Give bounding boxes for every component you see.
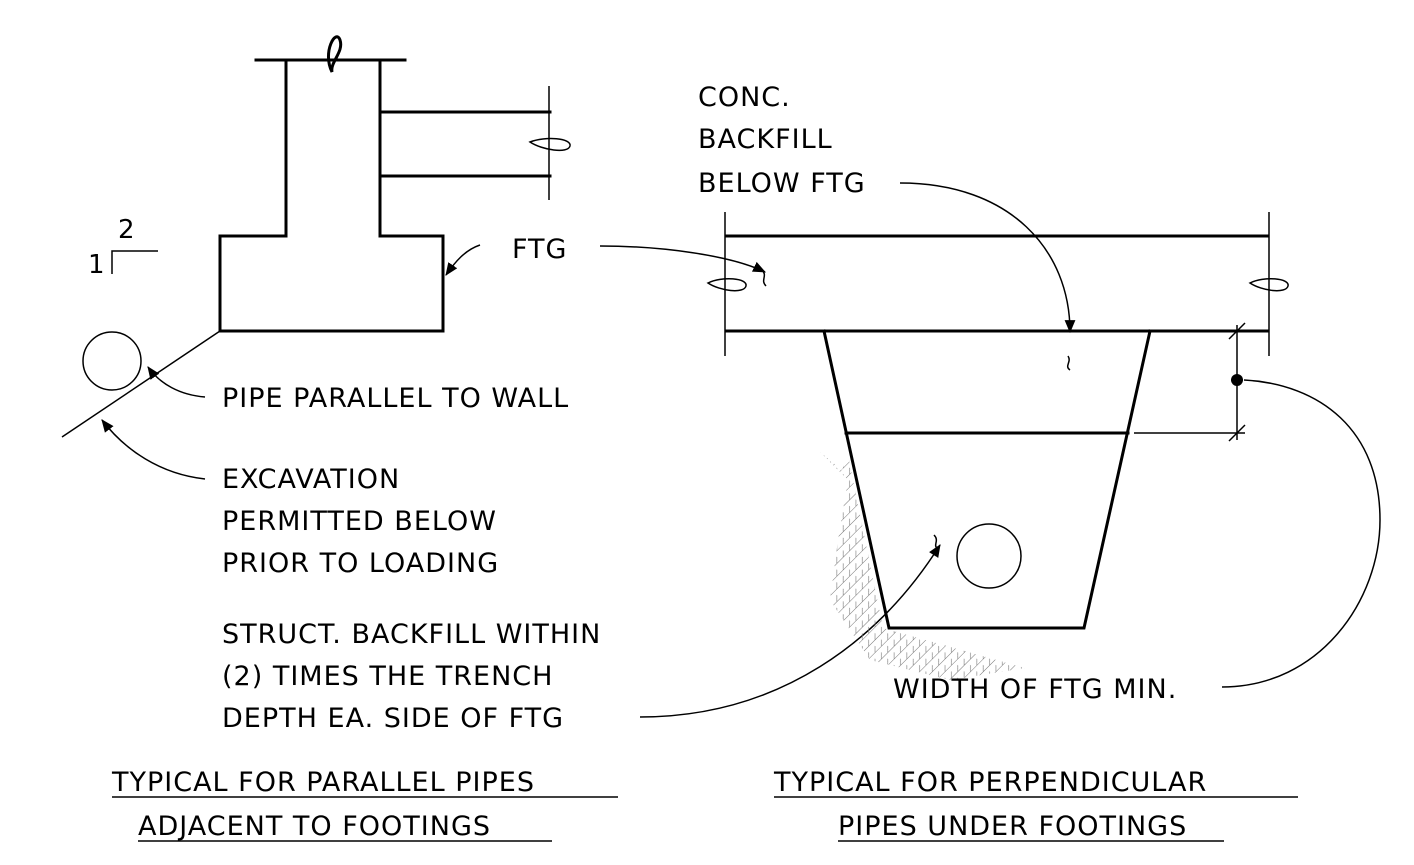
footing-break-symbol-left bbox=[706, 278, 747, 292]
break-symbol bbox=[326, 35, 343, 73]
footing-outline bbox=[218, 234, 445, 333]
pipe-leader bbox=[147, 366, 206, 398]
struct-backfill-line-2: (2) TIMES THE TRENCH bbox=[222, 661, 553, 692]
dimension-tick-bottom bbox=[1228, 424, 1246, 442]
soil-hatch-area bbox=[820, 452, 1025, 680]
slope-indicator-icon bbox=[111, 250, 158, 274]
dimension-dot bbox=[1231, 374, 1243, 386]
excavation-label-line-1: EXCAVATION bbox=[222, 464, 400, 495]
conc-backfill-line-3: BELOW FTG bbox=[698, 168, 866, 199]
ftg-leader-left bbox=[445, 244, 481, 276]
excavation-slope-line bbox=[61, 330, 221, 438]
ftg-label: FTG bbox=[512, 234, 567, 265]
left-detail: 2 1 bbox=[61, 35, 571, 480]
perpendicular-pipe-circle bbox=[956, 523, 1022, 589]
conc-leader-tail bbox=[1066, 355, 1071, 371]
slab-break-symbol bbox=[528, 137, 571, 152]
width-min-label: WIDTH OF FTG MIN. bbox=[893, 674, 1177, 705]
footing-break-symbol-right bbox=[1248, 278, 1289, 292]
struct-backfill-leader bbox=[639, 544, 941, 718]
ftg-leader-right bbox=[599, 245, 766, 273]
right-title-line-2: PIPES UNDER FOOTINGS bbox=[838, 811, 1187, 842]
slope-rise-text: 1 bbox=[88, 250, 105, 280]
parallel-pipe-circle bbox=[82, 331, 142, 391]
conc-backfill-line-2: BACKFILL bbox=[698, 124, 833, 155]
excavation-label-line-3: PRIOR TO LOADING bbox=[222, 548, 499, 579]
trench-outline bbox=[822, 329, 1152, 630]
right-detail bbox=[706, 182, 1381, 688]
width-min-leader bbox=[1221, 379, 1381, 688]
struct-leader-tail bbox=[933, 534, 939, 550]
conc-backfill-leader bbox=[899, 182, 1076, 334]
conc-backfill-line-1: CONC. bbox=[698, 82, 791, 113]
left-title-line-1: TYPICAL FOR PARALLEL PIPES bbox=[111, 767, 535, 798]
excavation-label-line-2: PERMITTED BELOW bbox=[222, 506, 497, 537]
struct-backfill-line-3: DEPTH EA. SIDE OF FTG bbox=[222, 703, 564, 734]
pipe-parallel-label: PIPE PARALLEL TO WALL bbox=[222, 383, 569, 414]
dimension-tick-top bbox=[1228, 322, 1246, 340]
ftg-leader-tail bbox=[761, 269, 767, 287]
slope-run-text: 2 bbox=[118, 215, 135, 245]
left-title-line-2: ADJACENT TO FOOTINGS bbox=[138, 811, 491, 842]
struct-backfill-line-1: STRUCT. BACKFILL WITHIN bbox=[222, 619, 601, 650]
excavation-leader bbox=[101, 419, 206, 480]
right-title-line-1: TYPICAL FOR PERPENDICULAR bbox=[773, 767, 1207, 798]
